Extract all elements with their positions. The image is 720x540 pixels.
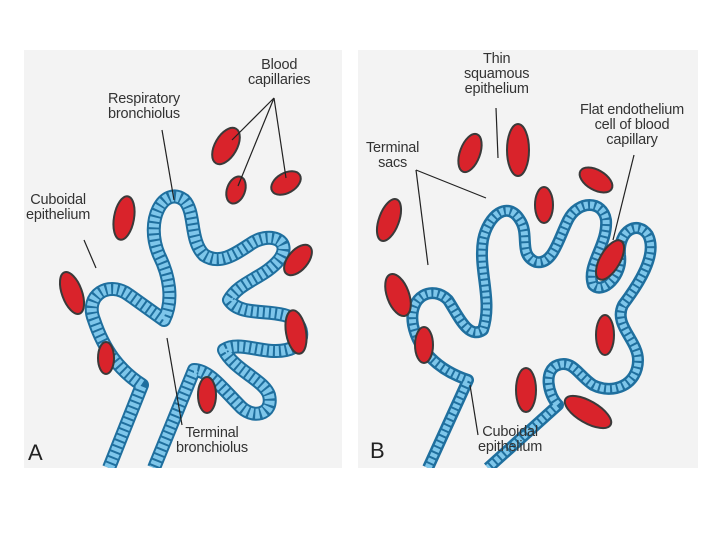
label-line: capillary bbox=[606, 132, 658, 148]
label-line: Flat endothelium bbox=[580, 102, 684, 118]
blood-capillary bbox=[534, 186, 554, 224]
blood-capillary bbox=[112, 195, 136, 241]
label-line: Blood bbox=[261, 57, 298, 73]
panel-a-letter: A bbox=[28, 440, 43, 465]
label-line: epithelium bbox=[464, 81, 529, 97]
label-respiratory-bronchiolus: Respiratory bronchiolus bbox=[108, 92, 180, 122]
blood-capillary bbox=[578, 166, 614, 194]
label-line: Thin bbox=[482, 51, 511, 67]
label-line: epithelium bbox=[478, 439, 543, 455]
label-cuboidal-epithelium: Cuboidal epithelium bbox=[26, 193, 90, 223]
label-terminal-bronchiolus: Terminal bronchiolus bbox=[176, 426, 248, 456]
blood-capillary bbox=[284, 309, 308, 355]
blood-capillary bbox=[595, 314, 615, 356]
blood-capillary bbox=[384, 272, 412, 318]
label-cuboidal-epithelium-b: Cuboidal epithelium bbox=[478, 425, 542, 455]
label-line: Terminal bbox=[366, 140, 420, 156]
label-terminal-sacs: Terminal sacs bbox=[366, 141, 419, 171]
blood-capillary bbox=[457, 132, 483, 174]
leader-lines-a bbox=[83, 97, 287, 426]
blood-capillary bbox=[515, 367, 537, 413]
bronchiolus-cells bbox=[86, 191, 307, 468]
label-line: squamous bbox=[464, 66, 530, 82]
blood-capillary bbox=[283, 243, 313, 277]
panel-b-terminal-sacs: Thin squamous epithelium Flat endotheliu… bbox=[358, 50, 698, 468]
panel-b-letter: B bbox=[370, 438, 385, 463]
leader-lines-b bbox=[415, 107, 635, 436]
label-line: cell of blood bbox=[594, 117, 670, 133]
panel-a-diagram bbox=[58, 97, 313, 468]
blood-capillary bbox=[58, 271, 86, 315]
label-thin-squamous-epithelium: Thin squamous epithelium bbox=[464, 51, 530, 97]
label-line: Respiratory bbox=[108, 91, 180, 107]
label-line: Cuboidal bbox=[482, 424, 538, 440]
blood-capillary bbox=[375, 198, 403, 242]
label-line: Cuboidal bbox=[30, 192, 86, 208]
blood-capillary bbox=[225, 175, 247, 205]
label-flat-endothelium: Flat endothelium cell of blood capillary bbox=[580, 103, 684, 148]
blood-capillary bbox=[563, 394, 613, 430]
blood-capillary bbox=[197, 376, 217, 414]
blood-capillary bbox=[211, 126, 241, 166]
blood-capillary bbox=[270, 170, 302, 196]
label-line: epithelium bbox=[26, 207, 91, 223]
panel-b-diagram bbox=[375, 107, 657, 468]
blood-capillary bbox=[595, 239, 625, 281]
panel-a-respiratory-bronchiolus: Blood capillaries Respiratory bronchiolu… bbox=[24, 50, 342, 468]
label-line: sacs bbox=[378, 155, 408, 171]
blood-capillary bbox=[506, 123, 530, 177]
label-blood-capillaries: Blood capillaries bbox=[248, 58, 310, 88]
label-line: capillaries bbox=[248, 72, 311, 88]
blood-capillary bbox=[97, 341, 115, 375]
label-line: Terminal bbox=[185, 425, 239, 441]
blood-capillary bbox=[414, 326, 434, 364]
label-line: bronchiolus bbox=[108, 106, 180, 122]
terminal-sacs-cells bbox=[408, 201, 655, 468]
label-line: bronchiolus bbox=[176, 440, 248, 456]
